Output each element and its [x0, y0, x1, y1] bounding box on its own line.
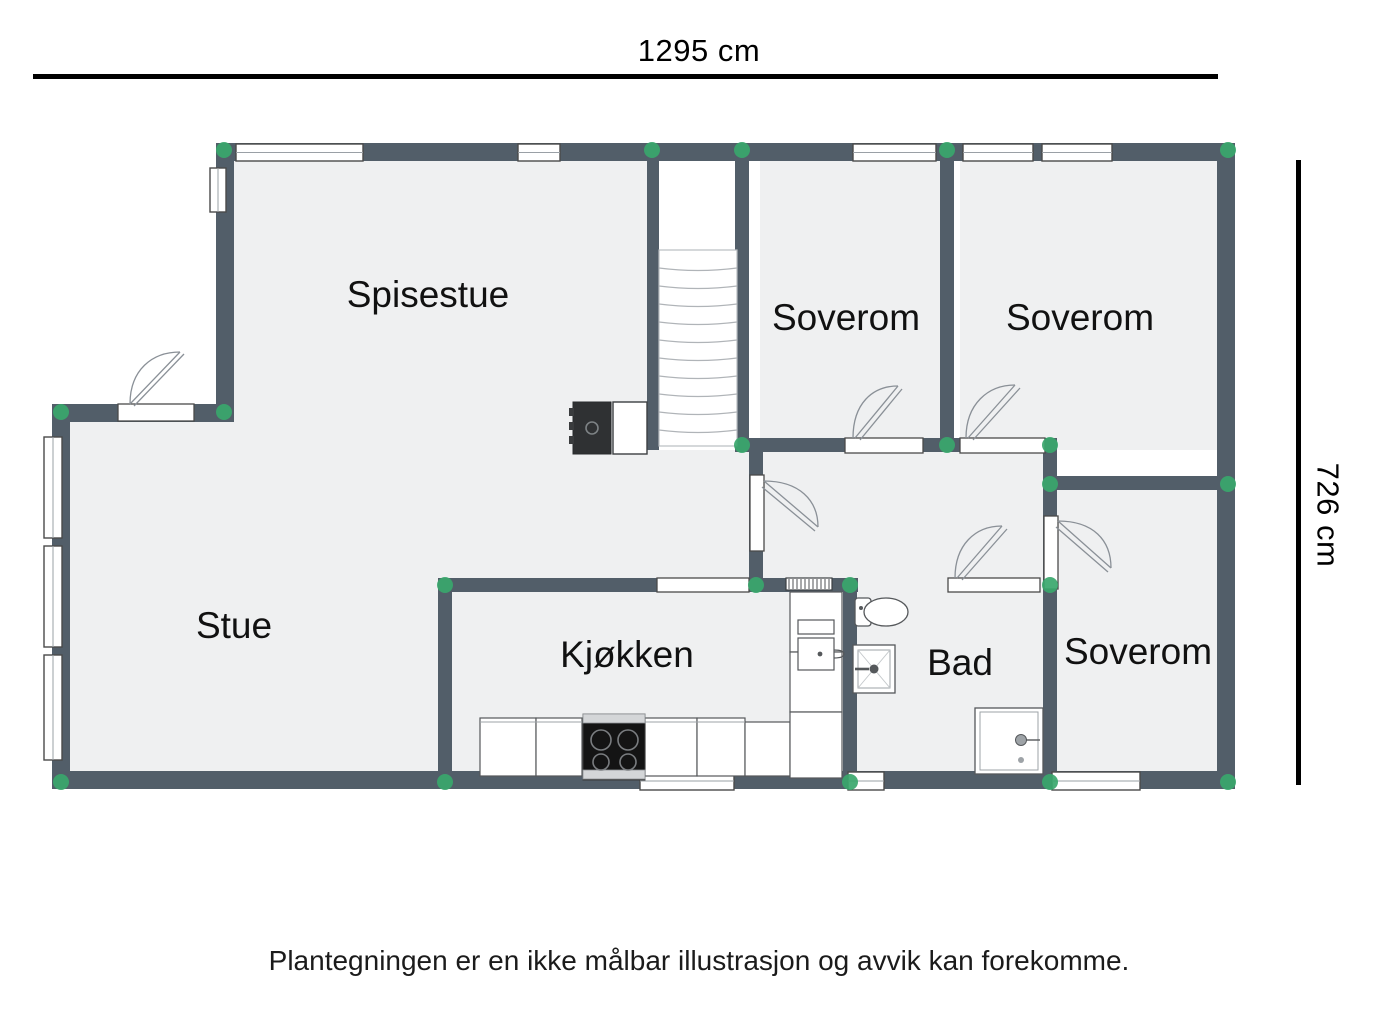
- oven-door-icon: [797, 637, 835, 671]
- stove-dial-icon: [585, 421, 599, 435]
- door-spisestue-hall: [749, 474, 765, 552]
- stair-body: [658, 249, 738, 447]
- room-label-bad: Bad: [927, 642, 993, 683]
- stove-body: [572, 401, 612, 455]
- door-soverom-1: [844, 437, 924, 454]
- kitchen-fixtures: [479, 577, 845, 781]
- dimension-height-line: [1296, 160, 1301, 785]
- room-label-soverom-2: Soverom: [1006, 297, 1154, 338]
- doors: [117, 351, 1112, 593]
- shower-icon: [974, 707, 1044, 775]
- wall-bad-left: [843, 578, 857, 781]
- staircase: [658, 249, 738, 447]
- wall-right: [1217, 143, 1235, 789]
- toilet-icon: [854, 597, 909, 627]
- cabinet-2: [535, 717, 583, 777]
- cabinet-tall-3: [789, 711, 843, 779]
- room-label-soverom-3: Soverom: [1064, 631, 1212, 672]
- cabinet-5: [744, 721, 791, 777]
- door-bad: [947, 577, 1041, 593]
- floor-soverom-3: [1045, 483, 1235, 780]
- dimension-width-label: 1295 cm: [637, 33, 761, 68]
- wall-soverom3-top: [1043, 476, 1235, 490]
- stove-side-box: [612, 401, 648, 455]
- opening-kjokken-hall: [656, 577, 750, 593]
- oven-panel-icon: [797, 619, 835, 635]
- cabinet-4: [696, 717, 746, 777]
- cabinet-3: [644, 717, 698, 777]
- floor-soverom-1: [760, 143, 940, 450]
- vent-icon: [785, 577, 833, 591]
- room-labels: Spisestue Stue Kjøkken Soverom Soverom S…: [196, 274, 1212, 683]
- sink-icon: [852, 644, 896, 694]
- floor-soverom-2: [960, 143, 1235, 450]
- wall-kjokken-left: [438, 578, 452, 781]
- room-label-spisestue: Spisestue: [347, 274, 510, 315]
- windows: [43, 143, 1141, 791]
- disclaimer-caption: Plantegningen er en ikke målbar illustra…: [268, 945, 1130, 976]
- floor-hall: [760, 450, 1045, 578]
- room-label-stue: Stue: [196, 605, 272, 646]
- door-entry-stue: [117, 403, 195, 422]
- corner-nodes: [53, 142, 1236, 790]
- wall-stair-right: [735, 143, 749, 450]
- room-label-soverom-1: Soverom: [772, 297, 920, 338]
- bathroom-fixtures: [852, 597, 1044, 775]
- wall-left-upper: [216, 143, 234, 422]
- wall-between-bedrooms: [940, 143, 954, 450]
- room-label-kjokken: Kjøkken: [560, 634, 694, 675]
- dimension-width-line: [33, 74, 1218, 79]
- cabinet-1: [479, 717, 537, 777]
- wall-stair-left: [647, 143, 659, 450]
- door-soverom-2: [959, 437, 1046, 454]
- wood-stove: [569, 401, 648, 455]
